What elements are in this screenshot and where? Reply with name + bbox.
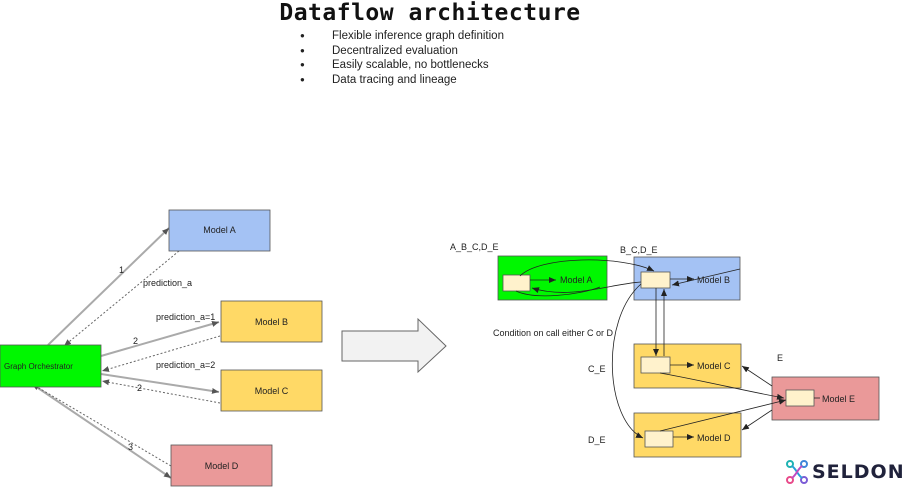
topic-label-e: E xyxy=(777,353,783,363)
edge-orch-to-model-d xyxy=(37,387,172,479)
seldon-logo: SELDON xyxy=(786,460,902,484)
df-edge-d-to-e xyxy=(659,398,787,432)
bullet-item: Easily scalable, no bottlenecks xyxy=(300,58,504,73)
edge-model-d-to-orch xyxy=(31,383,172,467)
bullet-item: Flexible inference graph definition xyxy=(300,29,504,44)
model-b-node xyxy=(220,300,323,343)
edge-orch-to-model-a xyxy=(47,227,170,346)
df-sidecar-a xyxy=(502,274,531,292)
topic-label-abcde: A_B_C,D_E xyxy=(450,242,499,252)
edge-label-2-b: 2 xyxy=(133,336,138,346)
bullet-item: Data tracing and lineage xyxy=(300,73,504,88)
edge-orch-to-model-c xyxy=(100,373,220,394)
edge-label-2-c: 2 xyxy=(137,383,142,393)
graph-orchestrator-node xyxy=(0,344,102,388)
seldon-logo-icon xyxy=(786,460,808,484)
left-graph: Graph Orchestrator Model A Model B Model… xyxy=(0,209,323,487)
df-edge-e-to-c xyxy=(741,365,773,387)
model-d-node xyxy=(170,444,273,487)
edge-model-a-to-orch xyxy=(63,250,180,347)
df-model-d-label: Model D xyxy=(697,433,731,443)
prediction-a-label: prediction_a xyxy=(143,278,192,288)
page-title: Dataflow architecture xyxy=(279,0,581,26)
topic-label-de: D_E xyxy=(588,435,606,445)
edge-orch-to-model-b xyxy=(100,321,220,357)
df-model-c-label: Model C xyxy=(697,361,731,371)
seldon-logo-text: SELDON xyxy=(812,461,902,483)
transition-arrow-icon xyxy=(341,317,447,374)
model-d-label: Model D xyxy=(205,461,239,471)
right-graph: Model A Model B Model C Model D Model E … xyxy=(450,242,880,458)
df-model-a-label: Model A xyxy=(560,275,593,285)
edge-model-b-to-orch xyxy=(101,335,221,372)
model-a-label: Model A xyxy=(203,225,236,235)
df-edge-b-return xyxy=(671,268,741,287)
prediction-a1-label: prediction_a=1 xyxy=(156,312,215,322)
prediction-a2-label: prediction_a=2 xyxy=(156,360,215,370)
df-model-b-label: Model B xyxy=(697,275,730,285)
df-edge-b-to-d xyxy=(611,283,644,439)
edge-model-c-to-orch xyxy=(101,379,221,404)
topic-label-ce: C_E xyxy=(588,364,606,374)
model-b-label: Model B xyxy=(255,317,288,327)
df-sidecar-b xyxy=(640,271,671,289)
edge-label-3: 3 xyxy=(128,442,133,452)
df-edge-e-to-d xyxy=(741,409,773,431)
model-c-label: Model C xyxy=(255,386,289,396)
graph-orchestrator-label: Graph Orchestrator xyxy=(4,362,73,371)
model-a-node xyxy=(168,209,271,252)
bullet-item: Decentralized evaluation xyxy=(300,44,504,59)
df-edge-a-to-b xyxy=(519,259,655,277)
df-sidecar-e xyxy=(785,389,815,407)
df-sidecar-c xyxy=(640,356,671,374)
model-c-node xyxy=(220,369,323,412)
feature-list: Flexible inference graph definition Dece… xyxy=(300,29,504,87)
df-edge-c-to-e xyxy=(659,372,785,400)
condition-label: Condition on call either C or D xyxy=(493,328,614,338)
df-model-e-label: Model E xyxy=(822,394,855,404)
df-sidecar-d xyxy=(644,430,674,448)
edge-label-1: 1 xyxy=(119,265,124,275)
topic-label-bcde: B_C,D_E xyxy=(620,245,658,255)
df-edge-b-to-a xyxy=(531,281,642,293)
